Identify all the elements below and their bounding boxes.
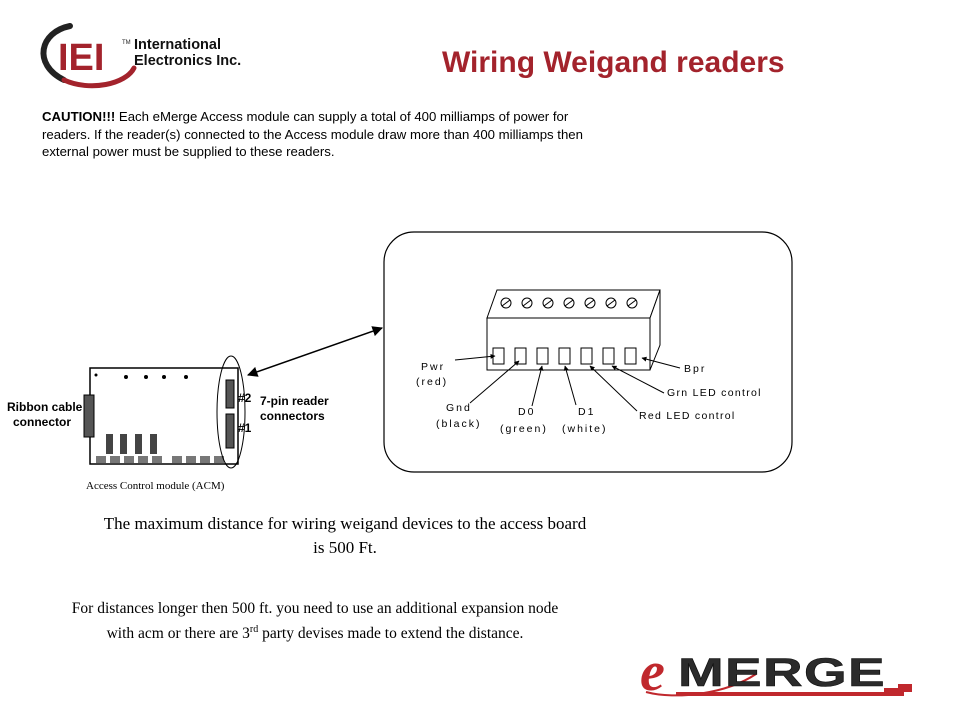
bpr-label: Bpr [684,363,706,375]
longer-distance-text-b: party devises made to extend the distanc… [258,625,524,643]
trademark-mark: TM [122,40,131,46]
port-1-label: #1 [238,421,252,435]
d0-label: D0 [518,406,535,418]
d1-label: D1 [578,406,595,418]
port-2-label: #2 [238,391,252,405]
longer-distance-note: For distances longer then 500 ft. you ne… [60,598,570,644]
ribbon-label-line1: Ribbon cable [7,400,83,414]
caution-lead: CAUTION!!! [42,109,116,124]
acm-board [83,355,246,469]
caution-text: Each eMerge Access module can supply a t… [42,109,583,159]
gnd-color-label: (black) [436,418,482,430]
grn-led-label: Grn LED control [667,387,762,399]
d0-color-label: (green) [500,423,548,435]
caution-note: CAUTION!!! Each eMerge Access module can… [42,108,602,161]
terminal-block [486,289,661,371]
ordinal-suffix: rd [249,624,259,635]
connectors-label-line2: connectors [260,409,325,423]
pwr-color-label: (red) [416,376,448,388]
connection-arrow [247,326,383,377]
connectors-label-line1: 7-pin reader [260,394,329,408]
gnd-label: Gnd [446,402,472,414]
emerge-wordmark: MERGE [678,651,886,695]
company-name: International Electronics Inc. [134,37,241,69]
page-title: Wiring Weigand readers [442,46,785,79]
ribbon-label-line2: connector [13,415,71,429]
iei-logo: IEI TM [40,23,137,89]
longer-distance-text-a: For distances longer then 500 ft. you ne… [71,600,559,643]
company-name-line2: Electronics Inc. [134,53,242,69]
pwr-label: Pwr [421,361,445,373]
emerge-e: e [640,641,665,703]
iei-mark: IEI [58,37,104,79]
emerge-logo: e MERGE [640,641,912,703]
red-led-label: Red LED control [639,410,736,422]
d1-color-label: (white) [562,423,608,435]
company-name-line1: International [134,37,222,53]
acm-caption: Access Control module (ACM) [86,480,225,492]
max-distance-note: The maximum distance for wiring weigand … [103,514,587,557]
